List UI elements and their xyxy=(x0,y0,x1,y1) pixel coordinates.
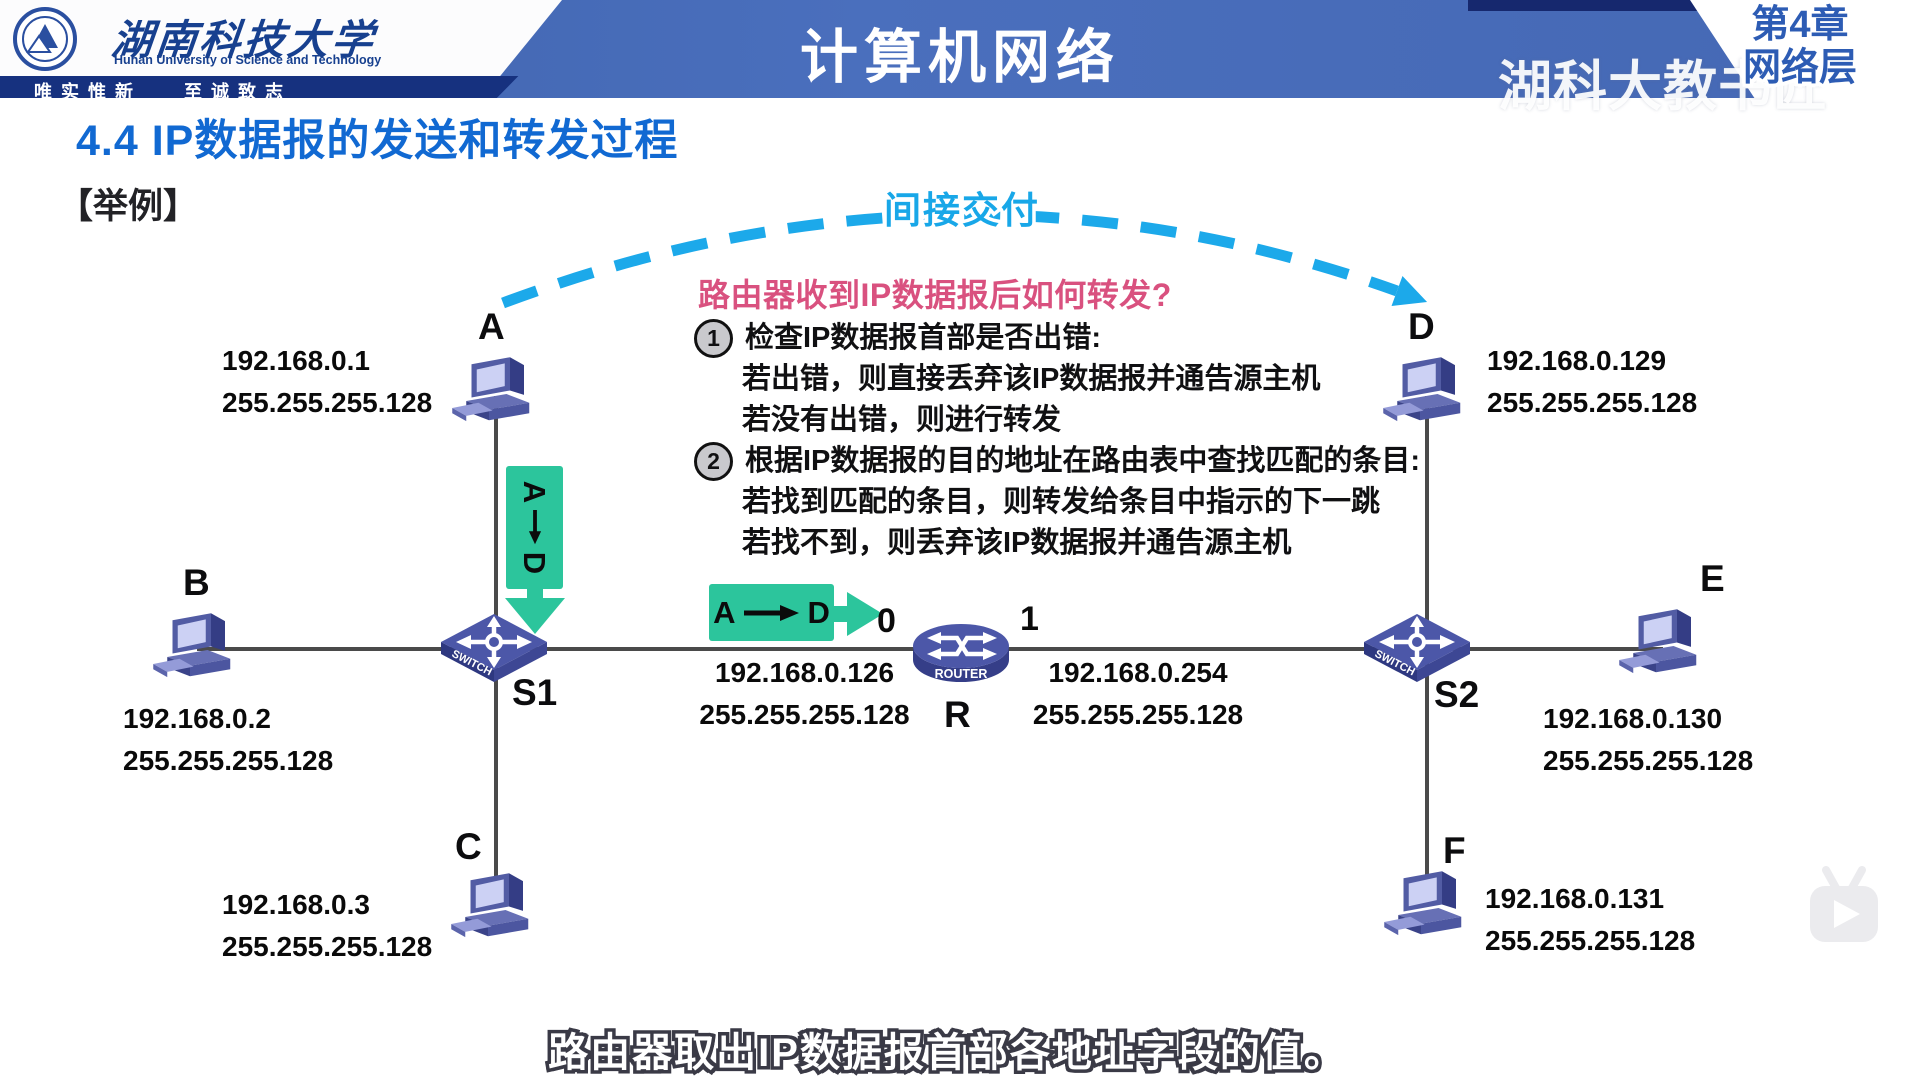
router-icon xyxy=(909,614,1013,694)
host-a-address: 192.168.0.1 255.255.255.128 xyxy=(222,345,433,418)
host-b-address: 192.168.0.2 255.255.255.128 xyxy=(123,703,334,776)
router-port0-address: 192.168.0.126 255.255.255.128 xyxy=(699,657,910,730)
step-1: 1 检查IP数据报首部是否出错: xyxy=(694,318,1420,359)
university-emblem-icon xyxy=(13,7,77,71)
switch-s1-label: S1 xyxy=(509,670,559,716)
chapter-name: 网络层 xyxy=(1740,44,1860,92)
host-f-label: F xyxy=(1441,828,1469,874)
host-f-computer-icon xyxy=(1384,866,1472,950)
packet-a-to-d-vertical: A D xyxy=(506,466,563,589)
host-c-label: C xyxy=(453,824,485,870)
university-motto: 唯实惟新 至诚致志 xyxy=(34,82,293,102)
router-port1-label: 1 xyxy=(1020,600,1039,638)
step-1-detail: 若没有出错，则进行转发 xyxy=(742,404,1062,436)
green-down-arrow-icon xyxy=(505,584,565,634)
step-2-text: 根据IP数据报的目的地址在路由表中查找匹配的条目: xyxy=(745,445,1421,477)
host-d-address: 192.168.0.129 255.255.255.128 xyxy=(1487,345,1698,418)
forwarding-question: 路由器收到IP数据报后如何转发? xyxy=(695,274,1175,317)
host-a-computer-icon xyxy=(452,352,540,436)
switch-s2-label: S2 xyxy=(1431,672,1481,718)
router-label: R xyxy=(942,692,974,738)
example-tag: 【举例】 xyxy=(58,187,199,226)
host-a-label: A xyxy=(476,304,508,350)
step-2: 2 根据IP数据报的目的地址在路由表中查找匹配的条目: xyxy=(694,441,1420,482)
right-arrow-icon xyxy=(743,604,799,621)
chapter-number: 第4章 xyxy=(1748,1,1851,49)
step-2-number: 2 xyxy=(694,442,733,481)
packet-from-label: A xyxy=(517,480,553,504)
host-c-address: 192.168.0.3 255.255.255.128 xyxy=(222,889,433,962)
bilibili-tv-icon xyxy=(1810,866,1878,942)
university-logo-plate xyxy=(0,0,562,76)
packet-from-label: A xyxy=(713,594,736,630)
indirect-delivery-arc xyxy=(501,209,1399,309)
step-1-text: 检查IP数据报首部是否出错: xyxy=(745,322,1102,354)
course-title: 计算机网络 xyxy=(799,25,1120,90)
host-b-computer-icon xyxy=(153,608,241,692)
packet-a-to-d-horizontal: A D xyxy=(709,584,834,641)
step-1-detail: 若出错，则直接丢弃该IP数据报并通告源主机 xyxy=(742,363,1321,395)
host-e-label: E xyxy=(1698,556,1728,602)
router-port0-label: 0 xyxy=(877,602,896,640)
section-title: 4.4 IP数据报的发送和转发过程 xyxy=(76,117,679,165)
packet-to-label: D xyxy=(807,594,830,630)
step-2-detail: 若找不到，则丢弃该IP数据报并通告源主机 xyxy=(742,527,1292,559)
indirect-delivery-label: 间接交付 xyxy=(881,187,1042,235)
header-navy-accent xyxy=(1468,0,1703,11)
university-name-en: Hunan University of Science and Technolo… xyxy=(114,53,382,67)
host-f-address: 192.168.0.131 255.255.255.128 xyxy=(1485,883,1696,956)
host-e-computer-icon xyxy=(1619,604,1707,688)
host-e-address: 192.168.0.130 255.255.255.128 xyxy=(1543,703,1754,776)
packet-to-label: D xyxy=(517,551,553,575)
step-1-number: 1 xyxy=(694,319,733,358)
host-b-label: B xyxy=(181,560,213,606)
forwarding-steps: 1 检查IP数据报首部是否出错: 若出错，则直接丢弃该IP数据报并通告源主机 若… xyxy=(694,318,1420,564)
arc-arrowhead xyxy=(1391,275,1428,307)
host-c-computer-icon xyxy=(451,868,539,952)
step-2-detail: 若找到匹配的条目，则转发给条目中指示的下一跳 xyxy=(742,486,1381,518)
down-arrow-icon xyxy=(528,510,541,545)
motto-bar xyxy=(0,76,519,98)
router-port1-address: 192.168.0.254 255.255.255.128 xyxy=(1032,657,1244,730)
video-subtitle: 路由器取出IP数据报首部各地址字段的值。 xyxy=(545,1028,1348,1079)
channel-watermark: 湖科大教书匠 xyxy=(1498,57,1828,117)
green-right-arrow-icon xyxy=(833,592,883,636)
chapter-badge: 第4章 网络层 xyxy=(1700,1,1900,92)
host-d-label: D xyxy=(1406,304,1438,350)
